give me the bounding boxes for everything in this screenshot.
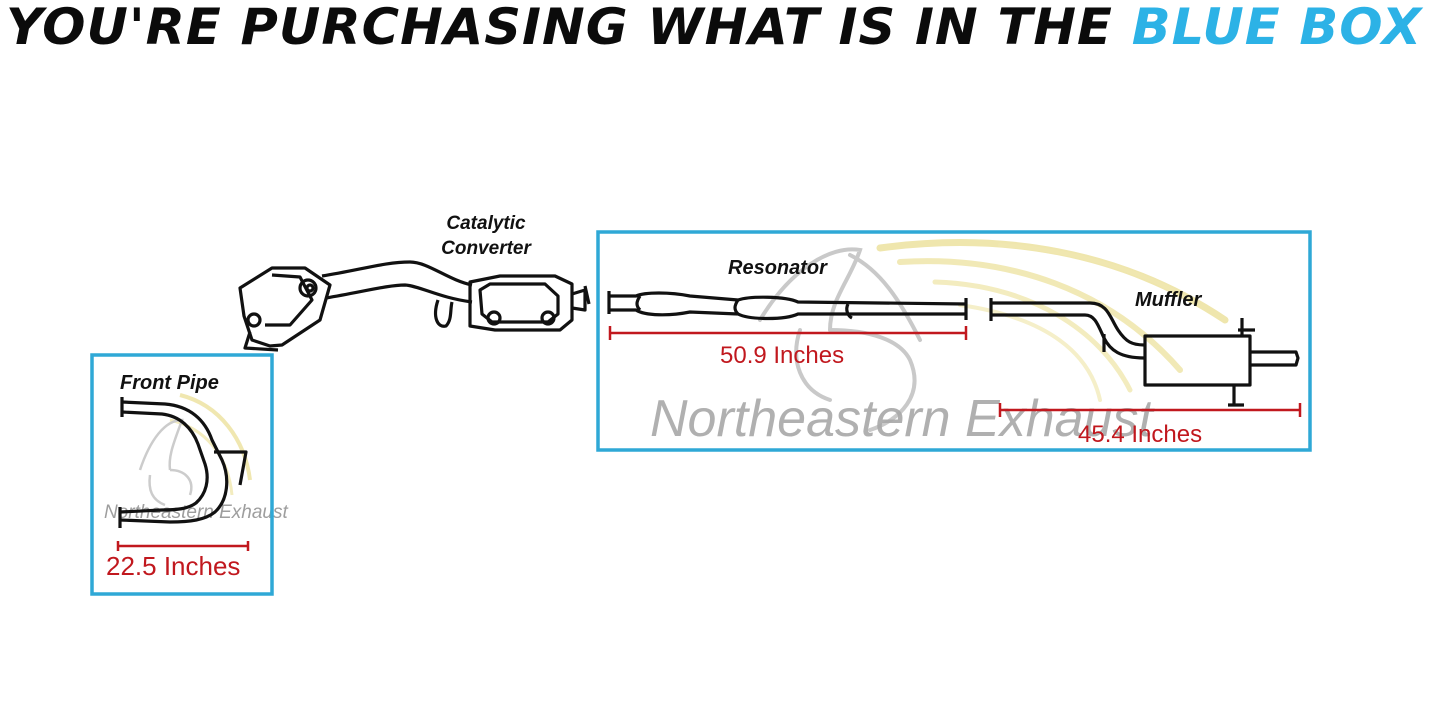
resonator-measure-line <box>608 326 968 340</box>
front-pipe <box>118 397 248 528</box>
headline-highlight: BLUE BOX <box>1131 0 1423 56</box>
watermark-small-horse-icon <box>138 418 193 507</box>
catalytic-label-line1: Catalytic <box>446 213 526 234</box>
resonator-label: Resonator <box>728 257 828 279</box>
muffler-body <box>1143 334 1252 387</box>
watermark-small-text: Northeastern Exhaust <box>104 502 288 523</box>
manifold-flange <box>238 266 332 348</box>
blue-box-front-pipe <box>90 353 274 596</box>
watermark-swoosh <box>876 239 1229 402</box>
muffler-label: Muffler <box>1135 289 1203 311</box>
manifold-and-catalytic-converter <box>238 260 591 352</box>
resonator-pipe <box>607 291 968 321</box>
catalytic-converter-outlet <box>571 288 587 312</box>
resonator-length: 50.9 Inches <box>720 342 844 369</box>
muffler-assembly <box>989 298 1300 407</box>
headline-prefix: YOU'RE PURCHASING WHAT IS IN THE <box>6 0 1113 56</box>
catalytic-label-line2: Converter <box>441 238 532 259</box>
front-pipe-label: Front Pipe <box>120 372 219 394</box>
watermark-large: Northeastern Exhaust <box>650 239 1229 448</box>
catalytic-converter-label: Catalytic Converter <box>441 213 532 259</box>
manifold-pipe <box>321 260 473 287</box>
watermark-small: Northeastern Exhaust <box>104 393 288 523</box>
muffler-length: 45.4 Inches <box>1078 421 1202 448</box>
watermark-text: Northeastern Exhaust <box>650 390 1155 448</box>
blue-box-main <box>596 230 1312 452</box>
muffler-measure-line <box>998 403 1302 417</box>
page-headline: YOU'RE PURCHASING WHAT IS IN THE BLUE BO… <box>6 0 1422 58</box>
front-pipe-length: 22.5 Inches <box>106 551 240 581</box>
catalytic-converter-body <box>468 274 574 332</box>
front-pipe-measure-line <box>116 541 250 551</box>
